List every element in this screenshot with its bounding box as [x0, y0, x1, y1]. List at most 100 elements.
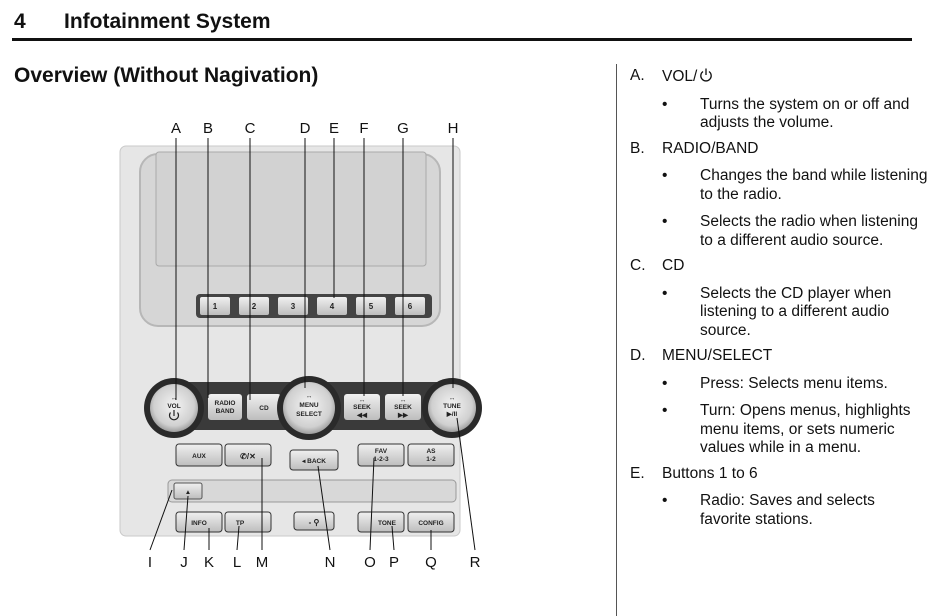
- callout-c: C: [245, 120, 256, 137]
- tp-label: TP: [236, 520, 245, 527]
- legend-bullet: •Selects the radio when listening to a d…: [630, 213, 930, 250]
- callout-o: O: [364, 554, 376, 571]
- preset-button-2[interactable]: [239, 297, 269, 315]
- preset-3-label: 3: [291, 302, 296, 311]
- as-button[interactable]: [407, 443, 455, 467]
- preset-2-label: 2: [252, 302, 257, 311]
- bullet-dot-icon: •: [662, 492, 668, 509]
- back-label: ◂ BACK: [301, 458, 326, 465]
- legend-title: Buttons 1 to 6: [662, 464, 758, 482]
- eject-icon: ▲: [185, 489, 191, 496]
- callout-r: R: [470, 554, 481, 571]
- legend-title: RADIO/BAND: [662, 139, 759, 157]
- power-icon: [699, 67, 713, 83]
- config-label: CONFIG: [418, 520, 443, 527]
- section-title: Overview (Without Nagivation): [14, 64, 319, 87]
- seek-back-button[interactable]: [344, 394, 380, 420]
- clock-button[interactable]: [293, 511, 335, 531]
- seek-back-arrows: ↔: [359, 397, 366, 404]
- preset-5-label: 5: [369, 302, 374, 311]
- legend-entry-c: C. CD • Selects the CD player when listen…: [630, 257, 930, 340]
- callout-b: B: [203, 120, 213, 137]
- as-line2: 1-2: [426, 456, 436, 463]
- legend-bullet-text: Turns the system on or off and adjusts t…: [700, 95, 910, 132]
- seek-fwd-symbol: ▶▶: [397, 412, 409, 419]
- callout-legend: A. VOL/ • Turns the system on or off and …: [630, 67, 930, 536]
- legend-title: VOL/: [662, 68, 698, 85]
- legend-bullet-text: Selects the CD player when listening to …: [700, 284, 892, 339]
- display-screen: [155, 151, 427, 267]
- legend-letter: C.: [630, 257, 646, 274]
- page-number: 4: [14, 10, 26, 33]
- cd-button[interactable]: [247, 394, 281, 420]
- callout-e: E: [329, 120, 339, 137]
- preset-button-4[interactable]: [317, 297, 347, 315]
- legend-title: CD: [662, 257, 685, 274]
- phone-mute-button[interactable]: [224, 443, 272, 467]
- legend-entry-b-head: B. RADIO/BAND: [630, 140, 930, 159]
- legend-bullet-text: Radio: Saves and selects favorite statio…: [700, 492, 875, 528]
- callout-i: I: [148, 554, 152, 571]
- preset-6-label: 6: [408, 302, 413, 311]
- menu-knob-line1: MENU: [299, 402, 318, 409]
- radio-band-line2: BAND: [216, 408, 235, 415]
- bullet-dot-icon: •: [662, 167, 668, 184]
- callout-p: P: [389, 554, 399, 571]
- info-button[interactable]: [175, 511, 223, 533]
- callout-g: G: [397, 120, 409, 137]
- tp-button[interactable]: [224, 511, 272, 533]
- phone-mute-label: ✆/✕: [240, 452, 256, 461]
- legend-bullet-text: Selects the radio when listening to a di…: [700, 213, 918, 249]
- bullet-dot-icon: •: [662, 374, 668, 392]
- bullet-dot-icon: •: [662, 284, 668, 302]
- callout-q: Q: [425, 554, 437, 571]
- legend-bullet-text: Turn: Opens menus, highlights menu items…: [700, 402, 911, 456]
- callout-d: D: [300, 120, 311, 137]
- callout-j: J: [180, 554, 188, 571]
- clock-label: - ⚲: [309, 518, 320, 527]
- seek-back-label: SEEK: [353, 404, 371, 411]
- seek-fwd-button[interactable]: [385, 394, 421, 420]
- legend-entry-a-head: A. VOL/: [630, 67, 930, 87]
- vol-knob-label: VOL: [167, 403, 180, 410]
- vol-knob-face: [150, 384, 198, 432]
- radio-band-button[interactable]: [208, 394, 242, 420]
- cd-label: CD: [259, 405, 269, 412]
- tune-knob-line2: ▶/II: [446, 411, 458, 418]
- callout-labels-bottom: I J K L M N O P Q R: [148, 554, 481, 571]
- callout-labels-top: A B C D E F G H: [171, 120, 458, 137]
- callout-h: H: [448, 120, 459, 137]
- aux-button[interactable]: [175, 443, 223, 467]
- power-icon: [168, 410, 180, 421]
- tune-knob-face: [428, 384, 476, 432]
- back-button[interactable]: [289, 449, 339, 471]
- preset-button-3[interactable]: [278, 297, 308, 315]
- legend-bullet-text: Press: Selects menu items.: [700, 374, 888, 392]
- legend-entry-b: B. RADIO/BAND • Changes the band while li…: [630, 140, 930, 251]
- fav-button[interactable]: [357, 443, 405, 467]
- bullet-dot-icon: •: [662, 402, 668, 419]
- seek-back-symbol: ◀◀: [356, 412, 368, 419]
- radio-band-line1: RADIO: [215, 400, 236, 407]
- aux-label: AUX: [192, 453, 206, 460]
- seek-fwd-label: SEEK: [394, 404, 412, 411]
- preset-4-label: 4: [330, 302, 335, 311]
- legend-bullet: • Turn: Opens menus, highlights menu item…: [630, 402, 930, 458]
- legend-entry-c-head: C. CD: [630, 257, 930, 276]
- legend-bullet-text: Changes the band while listening to the …: [700, 167, 928, 203]
- tune-knob-line1: TUNE: [443, 403, 461, 410]
- legend-bullet: • Press: Selects menu items.: [630, 375, 930, 394]
- legend-letter: A.: [630, 67, 645, 84]
- callout-n: N: [325, 554, 336, 571]
- legend-bullet: • Radio: Saves and selects favorite stati…: [630, 492, 930, 529]
- fav-line2: 1-2-3: [373, 456, 389, 463]
- callout-a: A: [171, 120, 181, 137]
- legend-entry-a: A. VOL/ •Turns the system on or off and …: [630, 67, 930, 133]
- legend-entry-e-head: E. Buttons 1 to 6: [630, 465, 930, 484]
- callout-k: K: [204, 554, 214, 571]
- legend-entry-d-head: D. MENU/SELECT: [630, 347, 930, 366]
- preset-1-label: 1: [213, 302, 218, 311]
- callout-leaders-top: [175, 138, 454, 400]
- tune-knob-arrows: ↔: [449, 395, 456, 402]
- callout-m: M: [256, 554, 269, 571]
